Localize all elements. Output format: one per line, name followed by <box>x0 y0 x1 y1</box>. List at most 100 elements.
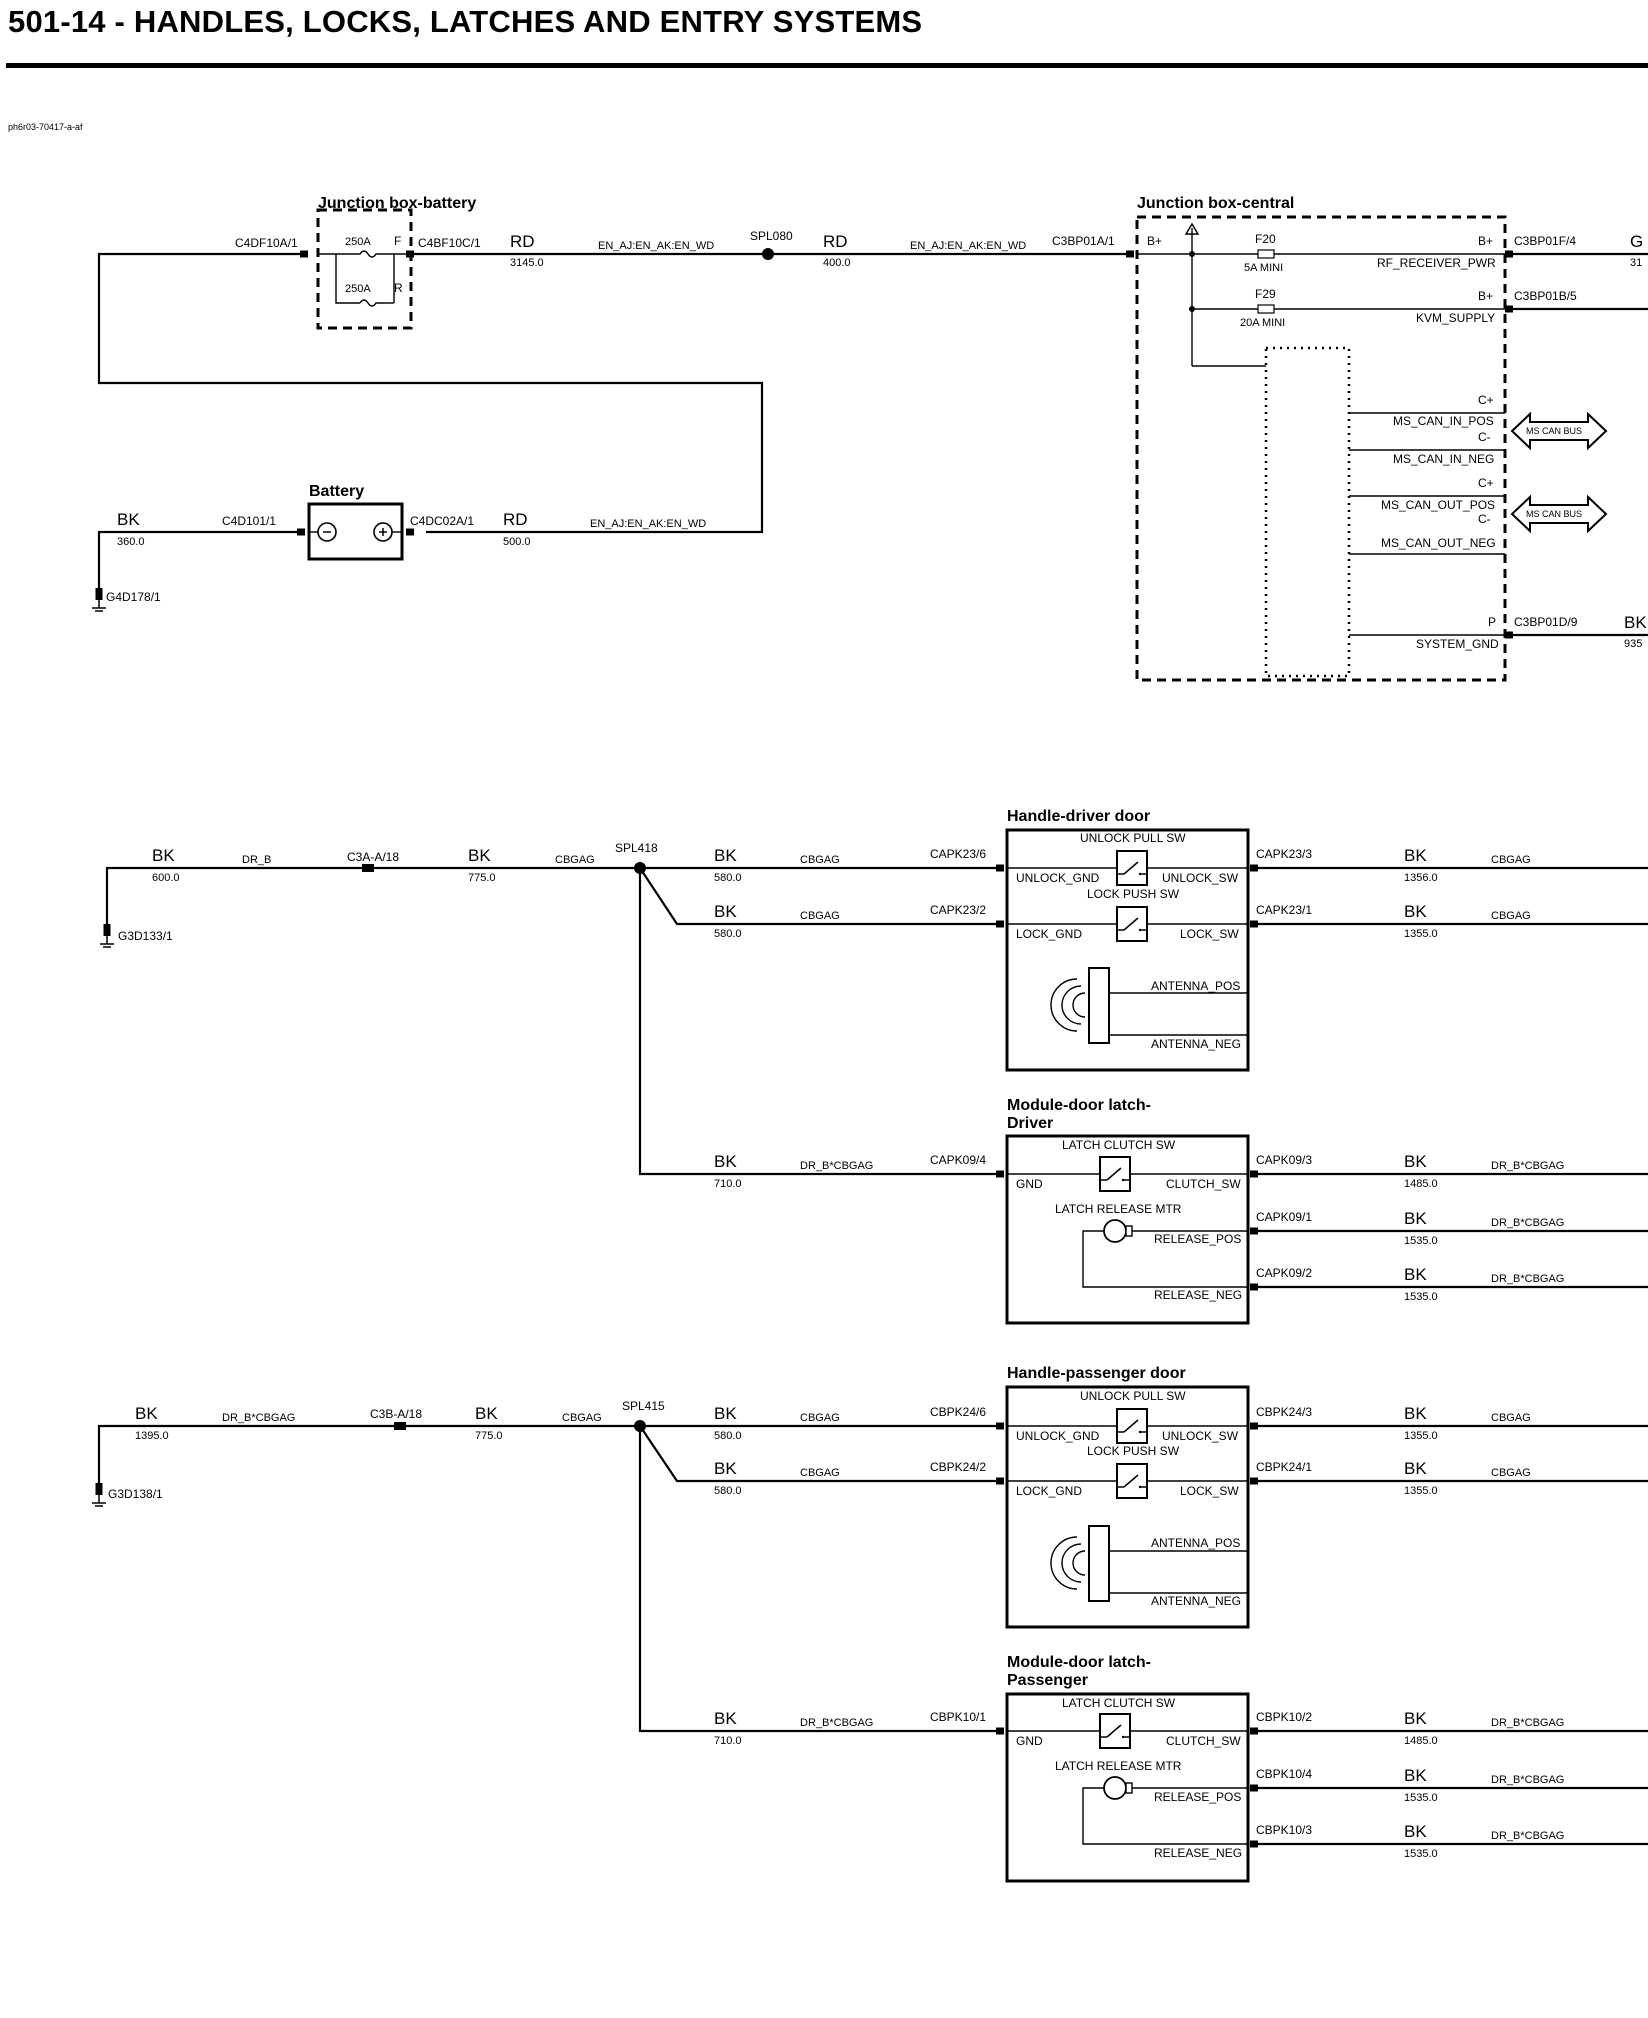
wire-option: CBGAG <box>1491 854 1531 866</box>
wire-length: 710.0 <box>714 1735 742 1747</box>
pin-label: LOCK_GND <box>1016 927 1082 941</box>
connector-label: C3A-A/18 <box>347 850 399 864</box>
wire-color: BK <box>1404 1766 1427 1785</box>
wire-color: BK <box>1404 846 1427 865</box>
wire-option: DR_B*CBGAG <box>800 1160 873 1172</box>
pin-label: MS_CAN_OUT_NEG <box>1381 536 1496 550</box>
connector-label: C3BP01F/4 <box>1514 234 1576 248</box>
connector-pin <box>297 528 305 536</box>
wire-option: DR_B*CBGAG <box>1491 1273 1564 1285</box>
pin-label: B+ <box>1478 234 1493 248</box>
wire-color: BK <box>1404 1265 1427 1284</box>
connector-pin <box>996 1170 1004 1178</box>
wire-length: 580.0 <box>714 1430 742 1442</box>
handle-driver-door-label: Handle-driver door <box>1007 808 1150 825</box>
connector-pin <box>996 1422 1004 1430</box>
pin-label: RELEASE_NEG <box>1154 1846 1242 1860</box>
component-label: UNLOCK PULL SW <box>1080 831 1186 845</box>
latch-driver-label: Driver <box>1007 1115 1053 1132</box>
connector-pin <box>1250 1840 1258 1848</box>
component-label: LATCH RELEASE MTR <box>1055 1202 1182 1216</box>
fuse-f29 <box>1257 304 1275 314</box>
wire-option: DR_B*CBGAG <box>1491 1830 1564 1842</box>
pin-label: RELEASE_POS <box>1154 1232 1241 1246</box>
latch-passenger-label: Passenger <box>1007 1672 1088 1689</box>
pin-label: B+ <box>1478 289 1493 303</box>
wire-color: BK <box>468 846 491 865</box>
component-label: LATCH RELEASE MTR <box>1055 1759 1182 1773</box>
wire-length: 1395.0 <box>135 1430 169 1442</box>
connector-label: CBPK10/2 <box>1256 1710 1312 1724</box>
wire-color: BK <box>714 1459 737 1478</box>
pin-label: RF_RECEIVER_PWR <box>1377 256 1496 270</box>
connector-label: CBPK24/1 <box>1256 1460 1312 1474</box>
connector-label: CAPK09/1 <box>1256 1210 1312 1224</box>
wire-color: BK <box>714 846 737 865</box>
connector-pin <box>1505 250 1513 258</box>
wire-length: 1535.0 <box>1404 1792 1438 1804</box>
pin-label: F <box>394 234 401 248</box>
diagram-id: ph6r03-70417-a-af <box>8 122 83 132</box>
wire-color: BK <box>1404 1709 1427 1728</box>
wire-option: EN_AJ:EN_AK:EN_WD <box>590 518 706 530</box>
connector-pin <box>406 528 414 536</box>
wire-length: 500.0 <box>503 536 531 548</box>
junction-box-central-label: Junction box-central <box>1137 195 1294 212</box>
connector-pin <box>1250 920 1258 928</box>
unlock-pull-switch <box>1116 850 1148 886</box>
connector-pin <box>1505 631 1513 639</box>
wire-option: CBGAG <box>800 910 840 922</box>
component-label: UNLOCK PULL SW <box>1080 1389 1186 1403</box>
wire-option: DR_B*CBGAG <box>1491 1717 1564 1729</box>
wire-color: BK <box>1404 1209 1427 1228</box>
ground-symbol <box>91 1482 107 1507</box>
connector-pin <box>1250 1422 1258 1430</box>
pin-label: C+ <box>1478 393 1494 407</box>
wire-length: 1356.0 <box>1404 872 1438 884</box>
connector-label: C4D101/1 <box>222 514 276 528</box>
connector-pin <box>1250 864 1258 872</box>
bus-label: MS CAN BUS <box>1526 426 1582 436</box>
fuse-rating: 250A <box>345 283 371 295</box>
wire-length: 360.0 <box>117 536 145 548</box>
pin-label: C- <box>1478 512 1491 526</box>
wire-length: 1355.0 <box>1404 928 1438 940</box>
wire-color: BK <box>1404 1404 1427 1423</box>
fuse-rating: 5A MINI <box>1244 262 1283 274</box>
connector-label: C4BF10C/1 <box>418 236 481 250</box>
component-label: LOCK PUSH SW <box>1087 887 1180 901</box>
wire-color: BK <box>1404 1822 1427 1841</box>
wire-color: BK <box>1624 613 1647 632</box>
wire-length: 580.0 <box>714 928 742 940</box>
wire-option: CBGAG <box>800 1412 840 1424</box>
pin-label: KVM_SUPPLY <box>1416 311 1495 325</box>
wire-option: EN_AJ:EN_AK:EN_WD <box>910 240 1026 252</box>
ground-label: G3D133/1 <box>118 929 173 943</box>
connector-pin <box>996 1727 1004 1735</box>
section-driver-door: G3D133/1 BK 600.0 DR_B C3A-A/18 BK 775.0… <box>99 808 1648 1325</box>
ms-can-bus-arrow <box>1510 494 1608 534</box>
wire-length: 1535.0 <box>1404 1848 1438 1860</box>
wire-length: 600.0 <box>152 872 180 884</box>
wire-length: 3145.0 <box>510 257 544 269</box>
wire-length: 1485.0 <box>1404 1178 1438 1190</box>
wire-option: CBGAG <box>555 854 595 866</box>
connector-label: C3BP01A/1 <box>1052 234 1115 248</box>
connector-label: CBPK10/4 <box>1256 1767 1312 1781</box>
splice-label: SPL080 <box>750 229 793 243</box>
pin-label: UNLOCK_GND <box>1016 871 1100 885</box>
connector-pin <box>1250 1283 1258 1291</box>
component-label: LATCH CLUTCH SW <box>1062 1138 1176 1152</box>
ms-can-bus-arrow <box>1510 411 1608 451</box>
connector-pin <box>1250 1170 1258 1178</box>
connector-label: CAPK23/2 <box>930 903 986 917</box>
pin-label: SYSTEM_GND <box>1416 637 1499 651</box>
connector-pin <box>1126 250 1134 258</box>
connector-pin <box>996 864 1004 872</box>
pin-label: UNLOCK_GND <box>1016 1429 1100 1443</box>
wire-color: BK <box>714 902 737 921</box>
wire-length: 400.0 <box>823 257 851 269</box>
pin-label: R <box>394 281 403 295</box>
pin-label: LOCK_GND <box>1016 1484 1082 1498</box>
connector-label: CAPK09/3 <box>1256 1153 1312 1167</box>
